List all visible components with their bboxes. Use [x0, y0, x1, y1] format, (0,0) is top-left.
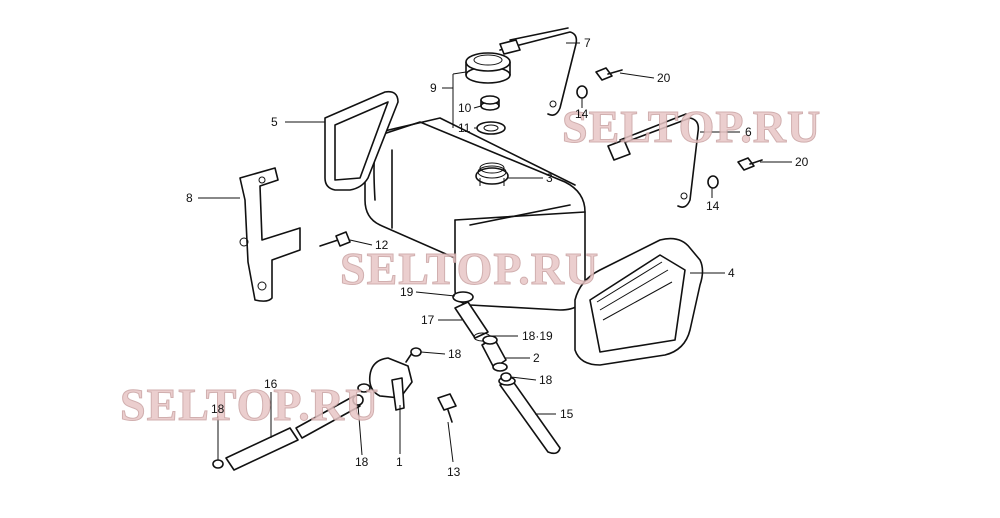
- callout-1: 1: [396, 455, 403, 469]
- callout-19: 19: [400, 285, 414, 299]
- hose-17: [452, 291, 491, 342]
- callout-16: 16: [264, 377, 278, 391]
- leader-lines: [198, 42, 792, 463]
- watermark-center: SELTOP.RU: [340, 243, 599, 294]
- watermark-bottom-left: SELTOP.RU: [120, 379, 379, 430]
- fuel-tank: [364, 117, 586, 311]
- callout-numbers: 1 2 3 4 5 6 7 8 9 10 11 12 13 14 14 15 1…: [186, 36, 809, 479]
- watermark-top-right: SELTOP.RU: [562, 101, 821, 152]
- callout-6: 6: [745, 125, 752, 139]
- callout-20-lower: 20: [795, 155, 809, 169]
- bracket-8: [239, 167, 301, 302]
- hose-16: [225, 395, 361, 471]
- callout-4: 4: [728, 266, 735, 280]
- strainer-11: [476, 121, 506, 135]
- callout-7: 7: [584, 36, 591, 50]
- cap-packing-10: [480, 95, 500, 111]
- callout-11: 11: [458, 121, 471, 135]
- callout-2: 2: [533, 351, 540, 365]
- callout-12: 12: [375, 238, 389, 252]
- callout-18-b: 18: [355, 455, 369, 469]
- callout-14-lower: 14: [706, 199, 720, 213]
- callout-5: 5: [271, 115, 278, 129]
- bolt-20-upper: [595, 67, 623, 81]
- callout-9: 9: [430, 81, 437, 95]
- callout-15: 15: [560, 407, 574, 421]
- clip-18-a: [212, 459, 224, 469]
- washer-14-lower: [707, 175, 719, 189]
- callout-18-a: 18: [211, 402, 225, 416]
- callout-14-upper: 14: [575, 107, 589, 121]
- hose-15: [498, 376, 561, 455]
- bolt-13: [437, 393, 457, 423]
- band-7: [499, 27, 578, 116]
- band-6: [607, 113, 700, 208]
- callout-18-c: 18: [448, 347, 462, 361]
- callout-13: 13: [447, 465, 461, 479]
- bolt-20-lower: [737, 157, 763, 171]
- callout-20-upper: 20: [657, 71, 671, 85]
- clip-18-c: [410, 347, 422, 357]
- callout-18-d: 18: [539, 373, 553, 387]
- washer-14-upper: [576, 85, 588, 99]
- callout-8: 8: [186, 191, 193, 205]
- fuel-filter-2: [481, 335, 508, 372]
- rubber-pad-5: [324, 90, 399, 191]
- fuel-cock-1: [357, 349, 415, 411]
- callout-17: 17: [421, 313, 435, 327]
- callout-10: 10: [458, 101, 472, 115]
- bolt-12: [319, 231, 351, 247]
- callout-18-19: 18·19: [522, 329, 553, 343]
- callout-3: 3: [546, 171, 553, 185]
- fuel-cap: [465, 52, 511, 84]
- clip-18-d: [500, 372, 512, 382]
